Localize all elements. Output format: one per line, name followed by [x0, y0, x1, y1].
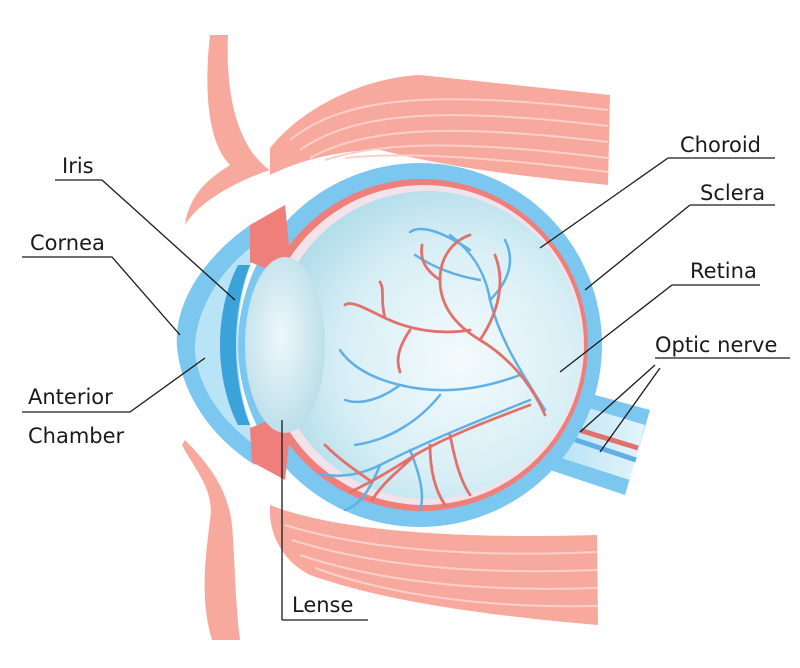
- label-iris: Iris: [62, 154, 94, 178]
- leader-lines: [22, 157, 790, 621]
- sclera-leader: [584, 204, 775, 291]
- ciliary-body-lower: [250, 420, 290, 480]
- lower-eyelid: [182, 440, 240, 640]
- choroid-leader: [539, 157, 775, 249]
- label-lense: Lense: [292, 593, 353, 617]
- lense-leader: [281, 420, 368, 621]
- label-optic-nerve: Optic nerve: [655, 333, 777, 357]
- label-choroid: Choroid: [680, 133, 761, 157]
- anterior-chamber-leader: [22, 357, 206, 413]
- ciliary-body-upper: [250, 205, 290, 270]
- label-sclera: Sclera: [700, 181, 765, 205]
- cornea: [176, 225, 262, 465]
- lens: [245, 257, 325, 433]
- superior-muscle-striations: [289, 98, 609, 173]
- label-cornea: Cornea: [30, 231, 105, 255]
- iris: [220, 265, 250, 425]
- retinal-arteries: [323, 233, 547, 507]
- upper-eyelid: [185, 35, 270, 225]
- label-chamber: Chamber: [28, 424, 125, 448]
- label-retina: Retina: [690, 259, 757, 283]
- cornea-leader: [22, 256, 181, 336]
- optic-nerve-leader: [579, 357, 790, 453]
- vitreous-body: [274, 191, 582, 499]
- label-anterior: Anterior: [28, 385, 113, 409]
- retina-leader: [559, 284, 760, 373]
- inferior-rectus-muscle: [269, 505, 598, 625]
- iris-leader: [55, 179, 236, 301]
- inferior-muscle-striations: [284, 524, 598, 608]
